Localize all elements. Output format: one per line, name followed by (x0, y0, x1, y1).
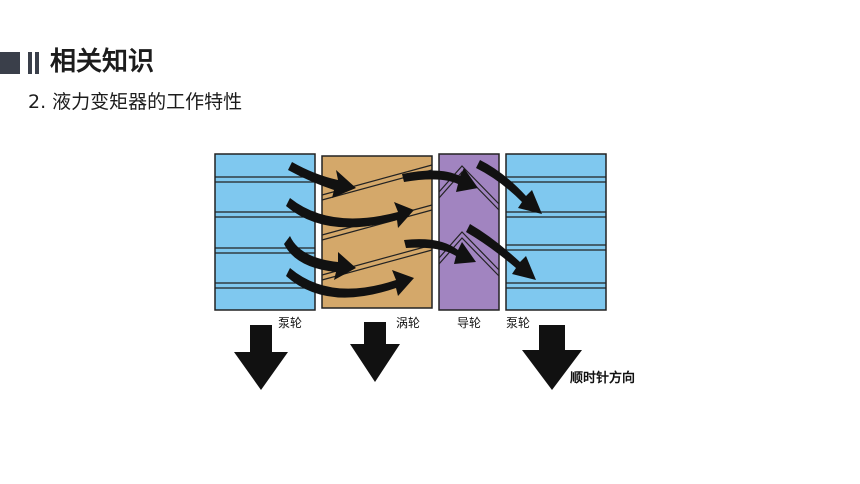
pump-wheel-left (214, 153, 316, 311)
rotation-arrows (234, 322, 582, 390)
flow-arrow-icon (402, 168, 478, 192)
slide-subtitle: 2. 液力变矩器的工作特性 (28, 91, 243, 113)
label-direction: 顺时针方向 (570, 370, 635, 386)
down-arrow-icon (350, 322, 400, 382)
label-pump-right: 泵轮 (506, 316, 530, 330)
section-title: 相关知识 (50, 47, 155, 77)
label-stator: 导轮 (457, 316, 481, 330)
flow-arrow-icon (476, 160, 542, 214)
label-pump-left: 泵轮 (278, 316, 302, 330)
header-square-icon (0, 52, 20, 74)
header-bar-icon (28, 52, 32, 74)
flow-arrow-icon (284, 236, 356, 280)
down-arrow-icon (522, 325, 582, 390)
down-arrow-icon (234, 325, 288, 390)
flow-arrow-icon (286, 198, 414, 228)
flow-arrow-icon (286, 268, 414, 298)
flow-arrow-icon (288, 162, 356, 198)
label-turbine: 涡轮 (396, 316, 420, 330)
header-bar-icon (35, 52, 39, 74)
pump-wheel-right (505, 153, 607, 311)
flow-arrows (284, 160, 542, 298)
flow-arrow-icon (466, 224, 536, 280)
flow-arrow-icon (404, 239, 476, 264)
